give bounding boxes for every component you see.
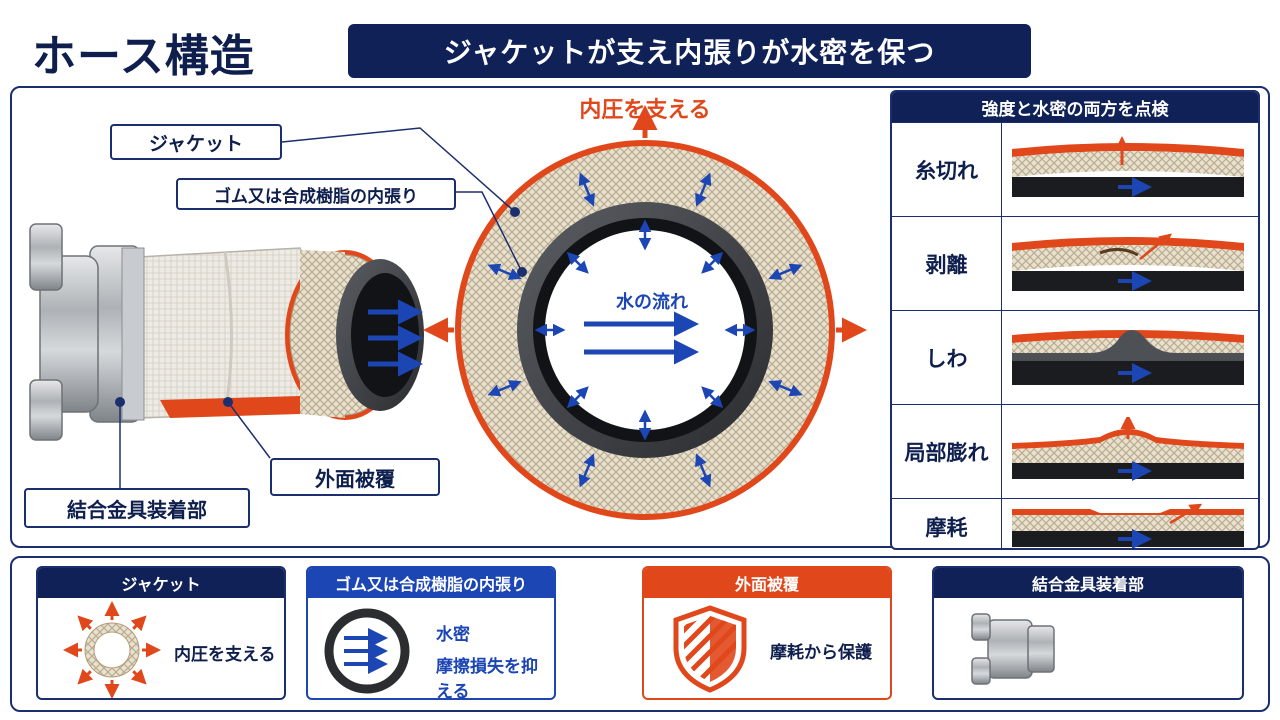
summary-card-lining: ゴム又は合成樹脂の内張り 水密 摩擦損失を抑える xyxy=(306,566,556,700)
card-text: 摩耗から保護 xyxy=(770,643,872,663)
inner-pressure-arrow xyxy=(566,386,589,409)
hose-flow-arrows xyxy=(368,299,423,377)
page-title: ホース構造 xyxy=(32,31,255,82)
leader-lines xyxy=(119,127,523,498)
card-pressure-arrow xyxy=(130,615,147,632)
card-pressure-arrow xyxy=(77,668,94,685)
inspection-item-name: 糸切れ xyxy=(892,123,1002,216)
inner-pressure-arrow xyxy=(701,251,724,274)
coupling-icon xyxy=(971,613,1055,685)
cross-section-pressure-arrows xyxy=(487,172,803,488)
cover-label: 外面被覆 xyxy=(270,458,440,496)
flow-label: 水の流れ xyxy=(616,292,688,313)
inspection-row-delamination: 剥離 xyxy=(892,216,1258,310)
card-title: 外面被覆 xyxy=(644,568,890,598)
shield-icon xyxy=(673,605,747,693)
inner-pressure-arrow xyxy=(701,386,724,409)
outer-pressure-arrow xyxy=(487,263,522,280)
outer-pressure-arrow xyxy=(695,172,712,207)
card-pressure-arrow xyxy=(77,615,94,632)
delamination-illustration xyxy=(1012,233,1244,291)
card-pressure-arrow xyxy=(130,668,147,685)
inspection-item-name: 局部膨れ xyxy=(892,405,1002,498)
card-title: ゴム又は合成樹脂の内張り xyxy=(308,568,554,598)
inspection-row-bulge: 局部膨れ xyxy=(892,404,1258,498)
jacket-ring-icon xyxy=(63,601,161,698)
abrasion-illustration xyxy=(1012,503,1244,548)
inspection-title: 強度と水密の両方を点検 xyxy=(892,92,1258,122)
outer-pressure-arrow xyxy=(578,453,595,488)
coupling-label: 結合金具装着部 xyxy=(24,488,250,528)
bulge-illustration xyxy=(1012,417,1244,481)
yarn-break-illustration xyxy=(1012,136,1244,197)
inspection-item-name: 剥離 xyxy=(892,217,1002,310)
outer-pressure-arrow xyxy=(695,453,712,488)
outer-pressure-arrow xyxy=(768,380,803,397)
inspection-item-name: しわ xyxy=(892,311,1002,404)
summary-card-cover: 外面被覆 摩耗から保護 xyxy=(642,566,892,700)
card-text: 水密 xyxy=(436,625,470,645)
outer-pressure-arrow xyxy=(768,263,803,280)
card-title: ジャケット xyxy=(38,568,284,598)
subtitle-banner: ジャケットが支え内張りが水密を保つ xyxy=(348,24,1031,78)
summary-card-jacket: ジャケット 内圧を支える xyxy=(36,566,286,700)
summary-card-coupling: 結合金具装着部 xyxy=(932,566,1244,700)
inspection-row-abrasion: 摩耗 xyxy=(892,498,1258,548)
card-text: 摩擦損失を抑える xyxy=(436,657,538,700)
inspection-item-name: 摩耗 xyxy=(892,499,1002,548)
inspection-panel: 強度と水密の両方を点検 糸切れ 剥離 しわ xyxy=(890,90,1260,550)
diagram-frame xyxy=(10,86,1270,548)
inner-pressure-arrow xyxy=(566,251,589,274)
pressure-label: 内圧を支える xyxy=(579,98,711,123)
hose-body xyxy=(119,247,424,420)
coupling-illustration xyxy=(29,223,145,441)
lining-label: ゴム又は合成樹脂の内張り xyxy=(176,178,456,210)
outer-pressure-arrow xyxy=(578,172,595,207)
outer-pressure-arrow xyxy=(487,380,522,397)
hose-structure-diagram xyxy=(29,105,867,520)
summary-frame xyxy=(10,556,1270,712)
lining-ring-icon xyxy=(324,608,410,694)
card-text: 内圧を支える xyxy=(174,645,276,665)
cross-section xyxy=(423,105,867,520)
inspection-row-wrinkle: しわ xyxy=(892,310,1258,404)
jacket-label: ジャケット xyxy=(110,124,282,160)
card-title: 結合金具装着部 xyxy=(934,568,1242,598)
inspection-row-yarn-break: 糸切れ xyxy=(892,122,1258,216)
wrinkle-illustration xyxy=(1012,330,1244,385)
